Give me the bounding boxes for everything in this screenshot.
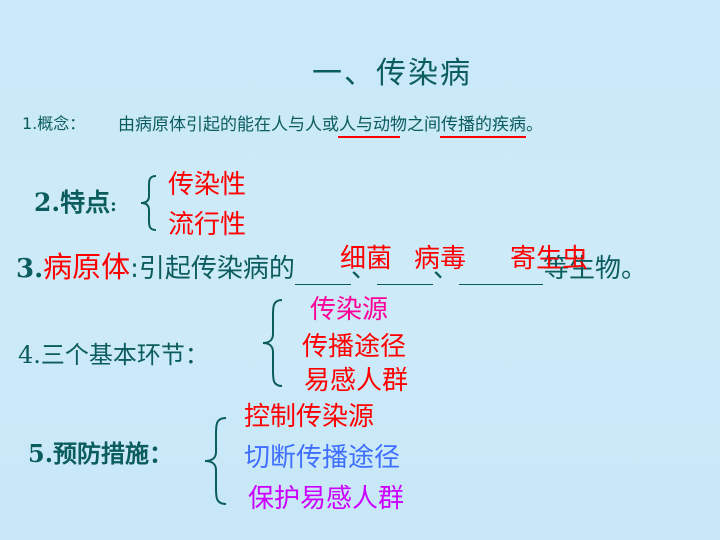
prevention-item-3: 保护易感人群 xyxy=(248,484,405,514)
pathogen-answer-2: 病毒 xyxy=(414,244,467,274)
concept-text-before: 由病原体引起的能在 xyxy=(118,115,271,135)
sep-1: 、 xyxy=(350,254,377,284)
concept-underlined-2: 人与动物 xyxy=(339,115,407,135)
sep-2: 、 xyxy=(432,254,459,284)
pathogen-keyword: 病原体 xyxy=(43,250,131,284)
feature-item-1: 传染性 xyxy=(168,170,247,200)
blank-3 xyxy=(458,254,543,285)
concept-sentence: 由病原体引起的能在人与人或人与动物之间传播的疾病。 xyxy=(118,110,543,135)
prevention-item-2: 切断传播途径 xyxy=(244,443,401,473)
link-item-1: 传染源 xyxy=(310,295,389,325)
pathogen-answer-3: 寄生虫 xyxy=(510,244,589,274)
feature-item-2: 流行性 xyxy=(168,210,247,240)
concept-label: 1.概念： xyxy=(22,114,86,133)
page-title: 一、传染病 xyxy=(312,56,472,91)
blank-1 xyxy=(294,254,351,285)
concept-underlined-1: 人与人 xyxy=(271,115,322,135)
link-item-3: 易感人群 xyxy=(304,366,409,396)
concept-underline-2 xyxy=(440,136,526,138)
prevention-label-row: 5.预防措施： xyxy=(28,434,173,469)
features-colon: : xyxy=(110,195,117,216)
pathogen-text: :引起传染病的 xyxy=(130,254,295,284)
features-brace-icon xyxy=(138,174,160,232)
concept-row: 1.概念： xyxy=(22,110,85,134)
pathogen-num: 3. xyxy=(16,254,44,284)
prevention-brace-icon xyxy=(202,416,230,506)
links-label-text: 4.三个基本环节： xyxy=(18,341,209,369)
concept-underline-1 xyxy=(338,136,400,138)
blank-2 xyxy=(376,254,433,285)
concept-mid: 或 xyxy=(322,115,339,135)
pathogen-row: 3.病原体:引起传染病的 、 、 等生物。 xyxy=(16,244,647,286)
concept-text-after: 之间传播的疾病。 xyxy=(407,115,543,135)
links-label: 4.三个基本环节： xyxy=(18,335,209,370)
prevention-label: 5.预防措施： xyxy=(28,439,174,468)
prevention-item-1: 控制传染源 xyxy=(244,402,375,432)
link-item-2: 传播途径 xyxy=(302,332,407,362)
pathogen-answer-1: 细菌 xyxy=(340,244,393,274)
features-label: 2.特点 xyxy=(34,188,111,217)
links-brace-icon xyxy=(260,298,286,388)
features-label-row: 2.特点: xyxy=(34,183,117,219)
pathogen-tail: 等生物。 xyxy=(542,254,647,284)
